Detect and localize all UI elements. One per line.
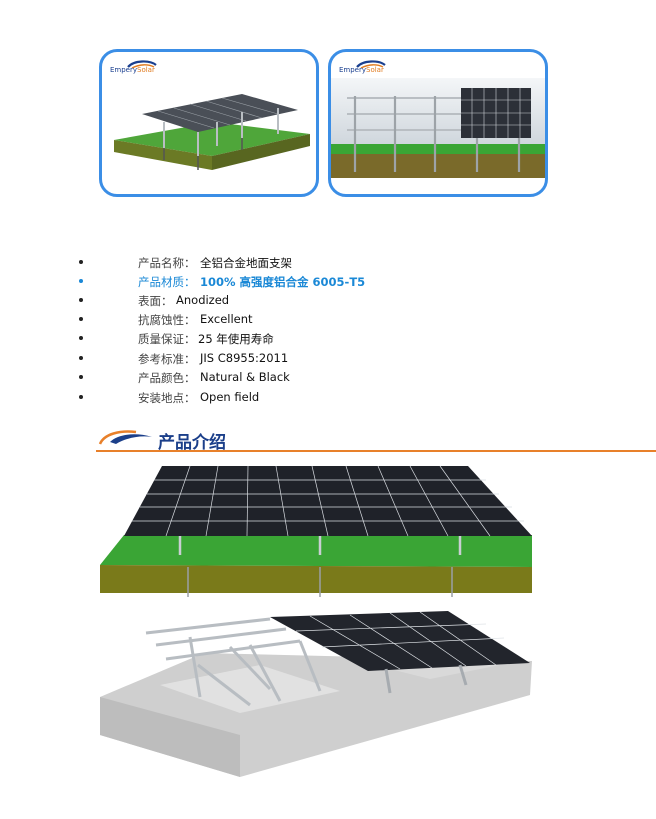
ground-mount-isometric-image bbox=[114, 94, 310, 170]
spec-value: 25 年使用寿命 bbox=[198, 332, 274, 346]
solar-array-on-grass-image bbox=[100, 465, 532, 597]
spec-value: 全铝合金地面支架 bbox=[200, 256, 292, 270]
bullet-icon bbox=[79, 356, 83, 360]
spec-item-standard: 参考标准： JIS C8955:2011 bbox=[0, 351, 656, 369]
spec-label: 抗腐蚀性： bbox=[138, 313, 196, 327]
bullet-icon bbox=[79, 395, 83, 399]
bullet-icon bbox=[79, 317, 83, 321]
mounting-structure-on-concrete-image bbox=[100, 611, 532, 777]
spec-label: 表面： bbox=[138, 294, 173, 308]
ground-mount-side-view-image bbox=[331, 78, 545, 178]
bullet-icon bbox=[79, 260, 83, 264]
spec-label: 安装地点： bbox=[138, 391, 196, 405]
product-photo-card-right: EmperySolar bbox=[328, 49, 548, 197]
spec-label: 参考标准： bbox=[138, 352, 196, 366]
brand-logo bbox=[356, 60, 386, 69]
section-divider bbox=[96, 450, 656, 452]
brand-swoosh-icon bbox=[98, 430, 152, 445]
spec-item-surface: 表面： Anodized bbox=[0, 293, 656, 311]
spec-label: 产品名称： bbox=[138, 256, 196, 270]
brand-name: EmperySolar bbox=[339, 66, 384, 74]
spec-item-color: 产品颜色： Natural & Black bbox=[0, 370, 656, 388]
spec-value: JIS C8955:2011 bbox=[200, 351, 289, 365]
spec-label: 质量保证： bbox=[138, 332, 196, 346]
spec-label: 产品颜色： bbox=[138, 371, 196, 385]
product-photo-card-left: EmperySolar bbox=[99, 49, 319, 197]
spec-value: Natural & Black bbox=[200, 370, 290, 384]
spec-label: 产品材质： bbox=[138, 275, 196, 289]
spec-item-corrosion: 抗腐蚀性： Excellent bbox=[0, 312, 656, 330]
brand-logo bbox=[127, 60, 157, 69]
section-title: 产品介绍 bbox=[158, 433, 226, 453]
spec-item-location: 安装地点： Open field bbox=[0, 390, 656, 408]
bullet-icon bbox=[79, 298, 83, 302]
spec-item-warranty: 质量保证： 25 年使用寿命 bbox=[0, 331, 656, 349]
spec-value: 100% 高强度铝合金 6005-T5 bbox=[200, 275, 366, 289]
spec-item-material: 产品材质： 100% 高强度铝合金 6005-T5 bbox=[0, 274, 656, 292]
bullet-icon bbox=[79, 336, 83, 340]
bullet-icon bbox=[79, 279, 83, 283]
spec-item-name: 产品名称： 全铝合金地面支架 bbox=[0, 255, 656, 273]
spec-value: Excellent bbox=[200, 312, 253, 326]
section-header: 产品介绍 bbox=[96, 426, 656, 456]
bullet-icon bbox=[79, 375, 83, 379]
spec-value: Anodized bbox=[176, 293, 230, 307]
spec-value: Open field bbox=[200, 390, 260, 404]
brand-name: EmperySolar bbox=[110, 66, 155, 74]
